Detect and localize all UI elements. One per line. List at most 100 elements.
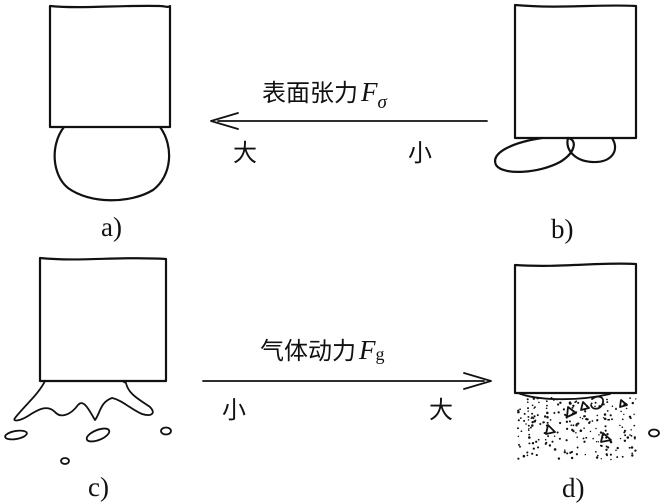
- panel-b-electrode: [513, 3, 638, 140]
- spray-dot: [526, 451, 529, 454]
- spray-dot: [517, 427, 519, 430]
- spray-dot: [571, 450, 574, 453]
- spray-dot: [591, 420, 594, 422]
- spray-dot: [604, 429, 607, 432]
- spray-dot: [543, 421, 546, 423]
- spray-dot: [536, 397, 539, 400]
- spray-dot: [517, 419, 520, 422]
- panel-a-droplet: [53, 125, 171, 202]
- spray-dot: [595, 427, 597, 430]
- spray-dot: [611, 418, 613, 421]
- spray-dot: [534, 406, 536, 408]
- surface-tension-large-label: 大: [233, 139, 257, 167]
- spray-dot: [535, 440, 538, 443]
- spray-dot: [579, 416, 582, 419]
- spray-dot: [564, 449, 566, 451]
- spray-dot: [539, 422, 542, 426]
- spray-dot: [535, 454, 538, 457]
- spray-dot: [532, 397, 535, 400]
- spray-dot: [531, 441, 535, 445]
- spray-dot: [549, 419, 552, 421]
- spray-dot: [624, 434, 627, 437]
- spray-dot: [589, 430, 592, 433]
- spray-dot: [545, 441, 548, 444]
- panel-c-droplet: [85, 427, 111, 443]
- spray-dot: [595, 440, 598, 443]
- spray-dot: [606, 432, 609, 436]
- spray-dot: [620, 410, 622, 413]
- spray-dot: [536, 414, 539, 417]
- spray-dot: [606, 409, 609, 412]
- spray-dot: [527, 410, 529, 412]
- panel-a: a): [48, 4, 172, 242]
- panel-d-droplet: [600, 432, 612, 443]
- spray-dot: [576, 446, 579, 449]
- spray-dot: [575, 432, 577, 434]
- spray-dot: [537, 438, 540, 441]
- spray-dot: [527, 407, 529, 410]
- spray-dot: [572, 424, 575, 427]
- spray-dot: [577, 422, 580, 425]
- spray-dot: [528, 442, 531, 445]
- panel-d: d): [513, 262, 660, 503]
- spray-dot: [576, 436, 578, 438]
- spray-dot: [584, 415, 586, 417]
- panel-b-droplet-large: [494, 136, 575, 173]
- panel-c-electrode: [38, 256, 168, 383]
- spray-dot: [526, 401, 529, 404]
- spray-dot: [630, 446, 634, 449]
- spray-dot: [533, 415, 536, 418]
- spray-dot: [597, 454, 599, 457]
- panel-d-electrode: [513, 262, 638, 395]
- panel-d-droplet: [619, 399, 628, 408]
- spray-dot: [623, 439, 627, 443]
- spray-dot: [605, 448, 608, 451]
- spray-dot: [623, 413, 625, 416]
- spray-dot: [557, 457, 561, 460]
- spray-dot: [631, 452, 634, 455]
- spray-dot: [609, 453, 612, 456]
- spray-dot: [537, 446, 540, 449]
- panel-d-droplet: [545, 424, 556, 435]
- spray-dot: [621, 455, 624, 458]
- spray-dot: [616, 446, 619, 450]
- spray-dot: [570, 456, 574, 460]
- spray-dot: [585, 436, 588, 439]
- spray-dot: [603, 417, 607, 421]
- panel-d-fine-spray: [517, 397, 637, 461]
- spray-dot: [607, 418, 609, 421]
- spray-dot: [615, 449, 617, 452]
- panel-d-droplet: [566, 406, 577, 418]
- spray-dot: [523, 419, 526, 422]
- spray-dot: [556, 398, 558, 401]
- spray-dot: [583, 427, 585, 430]
- spray-dot: [546, 404, 548, 407]
- spray-dot: [589, 421, 591, 423]
- spray-dot: [553, 448, 557, 451]
- spray-dot: [599, 431, 603, 434]
- spray-dot: [544, 415, 546, 418]
- spray-dot: [594, 401, 597, 404]
- panel-c-droplet: [60, 457, 70, 465]
- spray-dot: [563, 413, 567, 416]
- spray-dot: [527, 419, 530, 421]
- spray-dot: [616, 456, 619, 459]
- spray-dot: [609, 440, 613, 444]
- spray-dot: [583, 440, 586, 443]
- spray-dot: [556, 403, 560, 406]
- spray-dot: [584, 453, 587, 456]
- spray-dot: [634, 449, 637, 452]
- panel-b: b): [494, 3, 638, 244]
- spray-dot: [575, 453, 579, 456]
- spray-dot: [628, 415, 632, 419]
- spray-dot: [550, 397, 553, 399]
- spray-dot: [563, 451, 566, 454]
- spray-dot: [562, 408, 565, 411]
- spray-dot: [517, 457, 520, 460]
- spray-dot: [575, 424, 578, 427]
- spray-dot: [552, 398, 555, 401]
- spray-dot: [606, 401, 609, 404]
- panel-c: c): [4, 256, 172, 502]
